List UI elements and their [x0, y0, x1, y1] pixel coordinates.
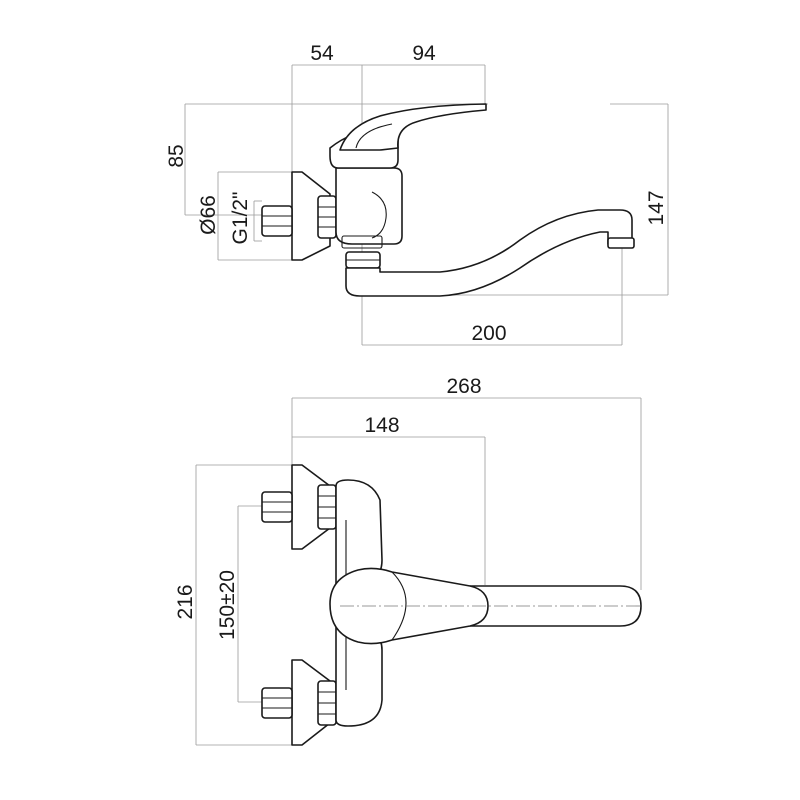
- side-dimension-lines: [184, 64, 669, 346]
- dim-216: 216: [174, 584, 197, 619]
- dim-200: 200: [471, 322, 506, 345]
- dim-thread-g12: G1/2": [229, 192, 252, 245]
- dim-94: 94: [412, 42, 436, 65]
- dim-54: 54: [310, 42, 334, 65]
- dim-148: 148: [364, 414, 399, 437]
- side-view: [184, 64, 669, 346]
- lever-handle: [339, 103, 487, 151]
- top-dimension-lines: [195, 397, 642, 746]
- upper-inlet-nut: [261, 491, 293, 523]
- dim-268: 268: [446, 375, 481, 398]
- dim-85: 85: [165, 144, 188, 167]
- dim-150-tolerance: 150±20: [216, 570, 239, 640]
- dim-147: 147: [645, 190, 668, 225]
- mixer-body: [335, 167, 403, 245]
- dim-diameter-66: Ø66: [197, 195, 220, 235]
- aerator: [607, 237, 635, 249]
- top-view: [195, 397, 642, 746]
- inlet-nut: [261, 205, 293, 237]
- lower-inlet-nut: [261, 687, 293, 719]
